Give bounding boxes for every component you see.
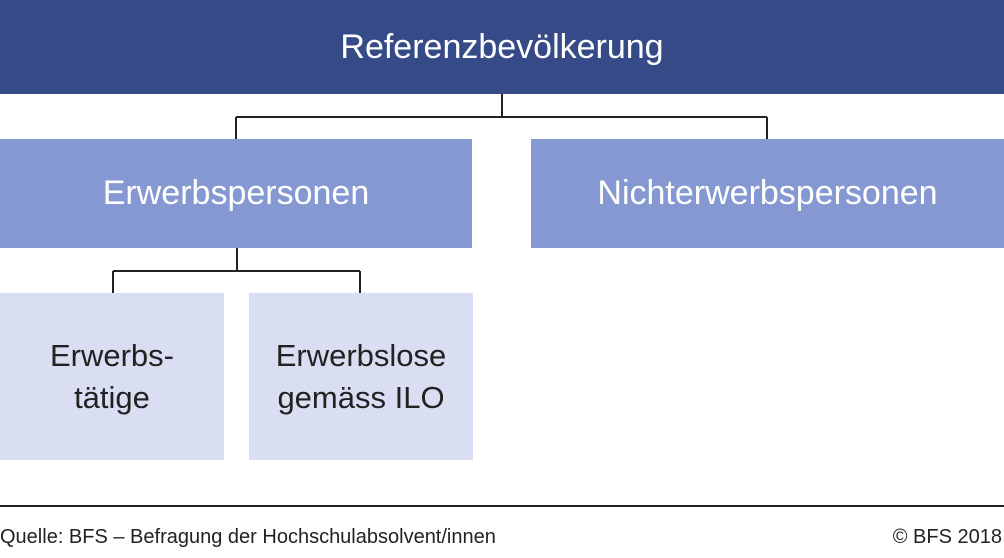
node-erwerbstaetige-label: Erwerbs- tätige xyxy=(49,337,174,415)
connector-root-to-level2 xyxy=(235,94,768,139)
root-node-referenzbevoelkerung: Referenzbevölkerung xyxy=(0,0,1004,94)
node-erwerbslose: Erwerbslose gemäss ILO xyxy=(249,293,473,460)
copyright-note: © BFS 2018 xyxy=(892,526,1002,548)
root-node-label: Referenzbevölkerung xyxy=(340,27,664,66)
footer-divider xyxy=(0,505,1004,507)
node-erwerbslose-label: Erwerbslose gemäss ILO xyxy=(275,337,447,415)
node-nichterwerbspersonen: Nichterwerbspersonen xyxy=(531,139,1004,248)
node-nichterwerbspersonen-label: Nichterwerbspersonen xyxy=(597,174,938,212)
node-erwerbspersonen: Erwerbspersonen xyxy=(0,139,472,248)
node-erwerbspersonen-label: Erwerbspersonen xyxy=(102,174,370,212)
connector-erwerbspersonen-to-level3 xyxy=(112,248,361,293)
node-erwerbstaetige: Erwerbs- tätige xyxy=(0,293,224,460)
source-note: Quelle: BFS – Befragung der Hochschulabs… xyxy=(0,526,496,548)
